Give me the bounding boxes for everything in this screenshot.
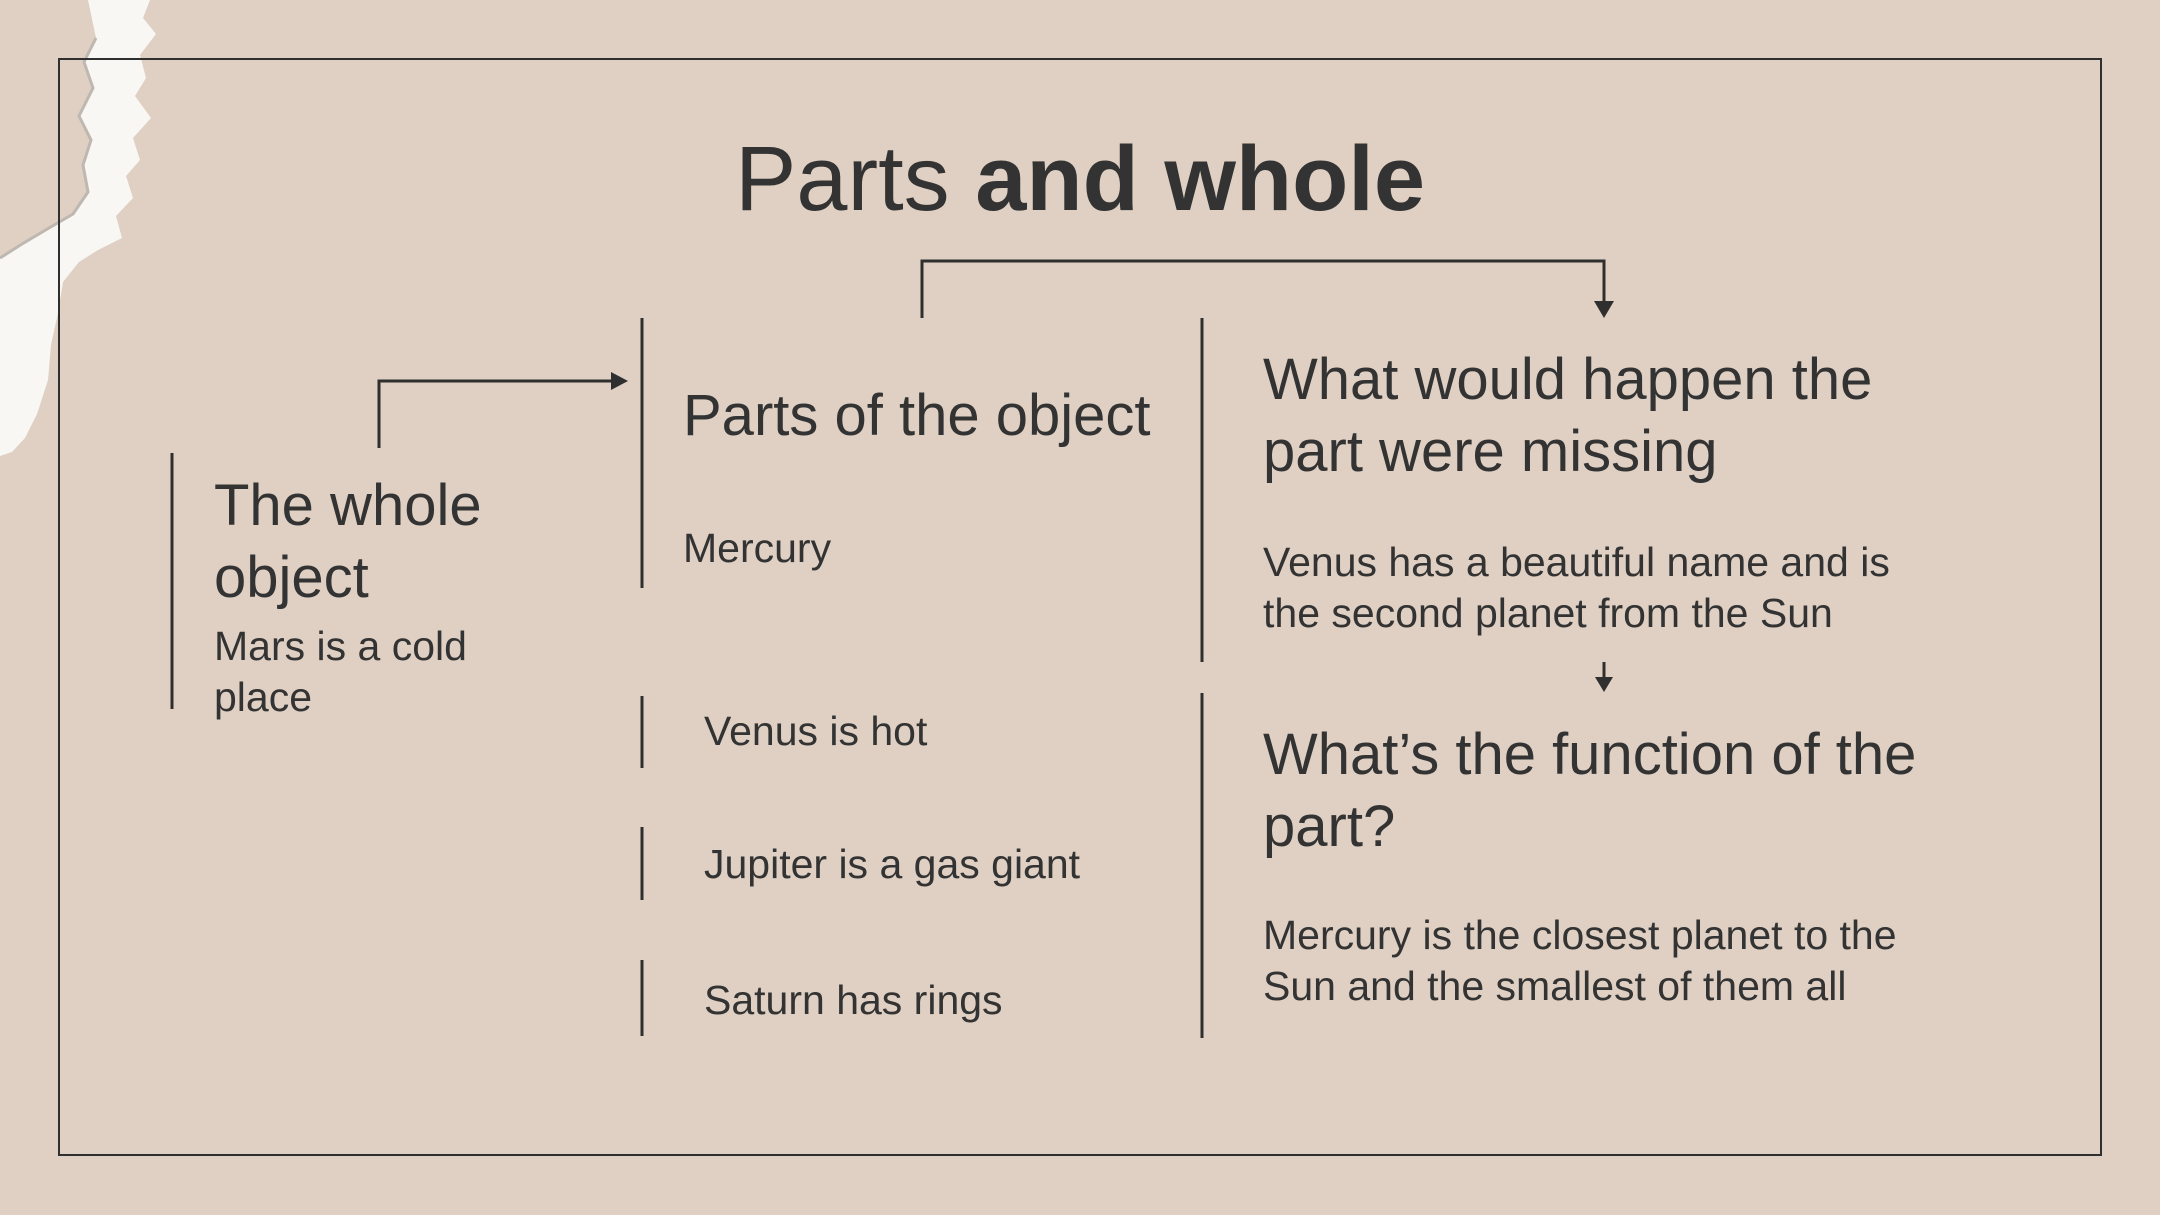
slide-title: Parts and whole <box>0 124 2160 234</box>
missing-part-heading: What would happen the part were missing <box>1263 347 1873 484</box>
whole-object-description: Mars is a cold place <box>214 623 467 720</box>
whole-object-heading: The whole object <box>214 473 482 610</box>
part-item-venus: Venus is hot <box>704 708 928 754</box>
function-heading: What’s the function of the part? <box>1263 722 1917 859</box>
function-description: Mercury is the closest planet to the Sun… <box>1263 912 1897 1009</box>
part-item-jupiter: Jupiter is a gas giant <box>704 841 1081 887</box>
torn-paper-decoration <box>0 0 156 456</box>
title-light-text: Parts <box>734 128 976 230</box>
part-item-saturn: Saturn has rings <box>704 977 1003 1023</box>
parts-heading: Parts of the object <box>683 383 1151 448</box>
missing-part-description: Venus has a beautiful name and is the se… <box>1263 539 1890 636</box>
torn-paper-shape <box>0 0 156 456</box>
torn-paper-edge <box>0 37 98 260</box>
slide-frame <box>58 58 2102 1156</box>
title-bold-text: and whole <box>975 128 1426 230</box>
parts-intro-text: Mercury <box>683 525 832 571</box>
